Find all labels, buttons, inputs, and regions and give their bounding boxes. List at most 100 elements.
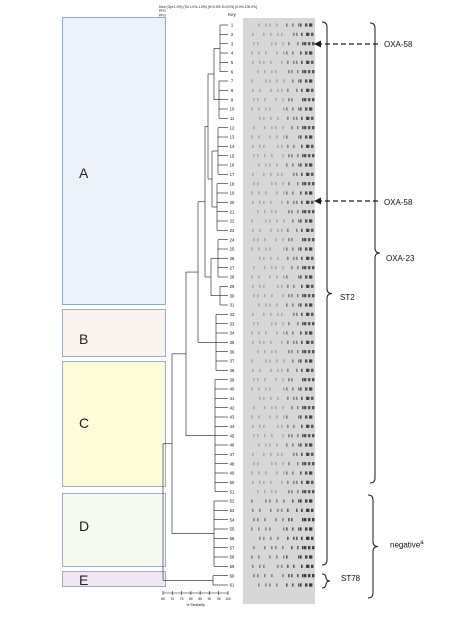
gel-band xyxy=(252,564,254,568)
gel-band xyxy=(286,415,288,419)
gel-band xyxy=(291,238,293,242)
gel-band xyxy=(282,406,284,410)
gel-band xyxy=(281,284,283,288)
gel-band xyxy=(302,378,304,382)
gel-band xyxy=(301,340,303,344)
gel-band xyxy=(296,480,298,484)
similarity-tick-label: 70 xyxy=(171,597,175,601)
gel-band xyxy=(276,555,278,559)
gel-band xyxy=(297,574,299,578)
gel-band xyxy=(312,98,315,102)
gel-band xyxy=(271,350,273,354)
isolate-id-label: 3 xyxy=(231,41,234,46)
gel-band xyxy=(271,406,273,410)
gel-band xyxy=(263,60,265,64)
gel-band xyxy=(293,480,295,484)
gel-band xyxy=(259,536,261,540)
gel-band xyxy=(251,107,253,111)
gel-band xyxy=(304,98,307,102)
isolate-id-label: 24 xyxy=(230,237,235,242)
isolate-id-label: 39 xyxy=(230,377,235,382)
gel-band xyxy=(312,238,315,242)
gel-band xyxy=(286,331,288,335)
gel-band xyxy=(252,284,254,288)
gel-band xyxy=(291,350,293,354)
gel-band xyxy=(282,126,284,130)
gel-band xyxy=(264,266,266,270)
gel-band xyxy=(298,527,300,531)
gel-band xyxy=(286,583,288,587)
gel-band xyxy=(253,294,255,298)
gel-band xyxy=(258,191,260,195)
gel-band xyxy=(251,555,253,559)
gel-band xyxy=(297,462,299,466)
gel-band xyxy=(291,490,293,494)
gel-band xyxy=(263,200,265,204)
gel-band xyxy=(312,490,315,494)
isolate-id-label: 10 xyxy=(230,107,235,112)
gel-band xyxy=(281,508,283,512)
gel-band xyxy=(251,219,253,223)
gel-band xyxy=(271,266,273,270)
gel-band xyxy=(286,163,288,167)
gel-band xyxy=(307,564,310,568)
gel-band xyxy=(282,574,284,578)
gel-band xyxy=(286,555,288,559)
cluster-a-box: A xyxy=(62,17,166,305)
gel-band xyxy=(264,378,266,382)
st78-label: ST78 xyxy=(341,574,361,583)
isolate-id-label: 18 xyxy=(230,181,235,186)
gel-band xyxy=(259,284,261,288)
gel-band xyxy=(304,266,307,270)
gel-band xyxy=(312,546,315,550)
gel-band xyxy=(292,359,294,363)
gel-band xyxy=(311,508,314,512)
gel-band xyxy=(265,331,267,335)
oxa23-bracket xyxy=(369,22,381,484)
gel-band xyxy=(312,378,315,382)
gel-band xyxy=(276,499,278,503)
gel-band xyxy=(296,340,298,344)
gel-band xyxy=(259,340,261,344)
gel-band xyxy=(281,368,283,372)
isolate-id-label: 35 xyxy=(230,340,235,345)
gel-band xyxy=(270,396,272,400)
gel-band xyxy=(311,228,314,232)
gel-band xyxy=(297,406,299,410)
gel-band xyxy=(269,583,271,587)
gel-band xyxy=(310,163,313,167)
gel-band xyxy=(264,406,266,410)
gel-band xyxy=(311,172,314,176)
gel-band xyxy=(269,107,271,111)
gel-band xyxy=(305,135,308,139)
gel-band xyxy=(257,434,259,438)
gel-band xyxy=(258,387,260,391)
gel-band xyxy=(281,200,283,204)
gel-band xyxy=(258,163,260,167)
gel-band xyxy=(258,443,260,447)
gel-band xyxy=(307,256,310,260)
gel-band xyxy=(288,378,290,382)
gel-band xyxy=(293,60,295,64)
gel-band xyxy=(277,256,279,260)
gel-band xyxy=(310,23,313,27)
gel-band xyxy=(300,527,302,531)
gel-band xyxy=(269,499,271,503)
gel-band xyxy=(281,424,283,428)
gel-band xyxy=(270,368,272,372)
gel-band xyxy=(293,564,295,568)
gel-band xyxy=(311,200,314,204)
gel-band xyxy=(301,312,303,316)
gel-band xyxy=(259,508,261,512)
gel-band xyxy=(297,546,299,550)
oxa23-label: OXA-23 xyxy=(386,254,415,263)
gel-band xyxy=(310,247,313,251)
isolate-id-label: 33 xyxy=(230,321,235,326)
gel-band xyxy=(308,322,311,326)
gel-band xyxy=(296,256,298,260)
gel-band xyxy=(288,350,290,354)
gel-band xyxy=(275,210,277,214)
gel-band xyxy=(305,275,308,279)
gel-band xyxy=(287,88,289,92)
gel-band xyxy=(263,32,265,36)
